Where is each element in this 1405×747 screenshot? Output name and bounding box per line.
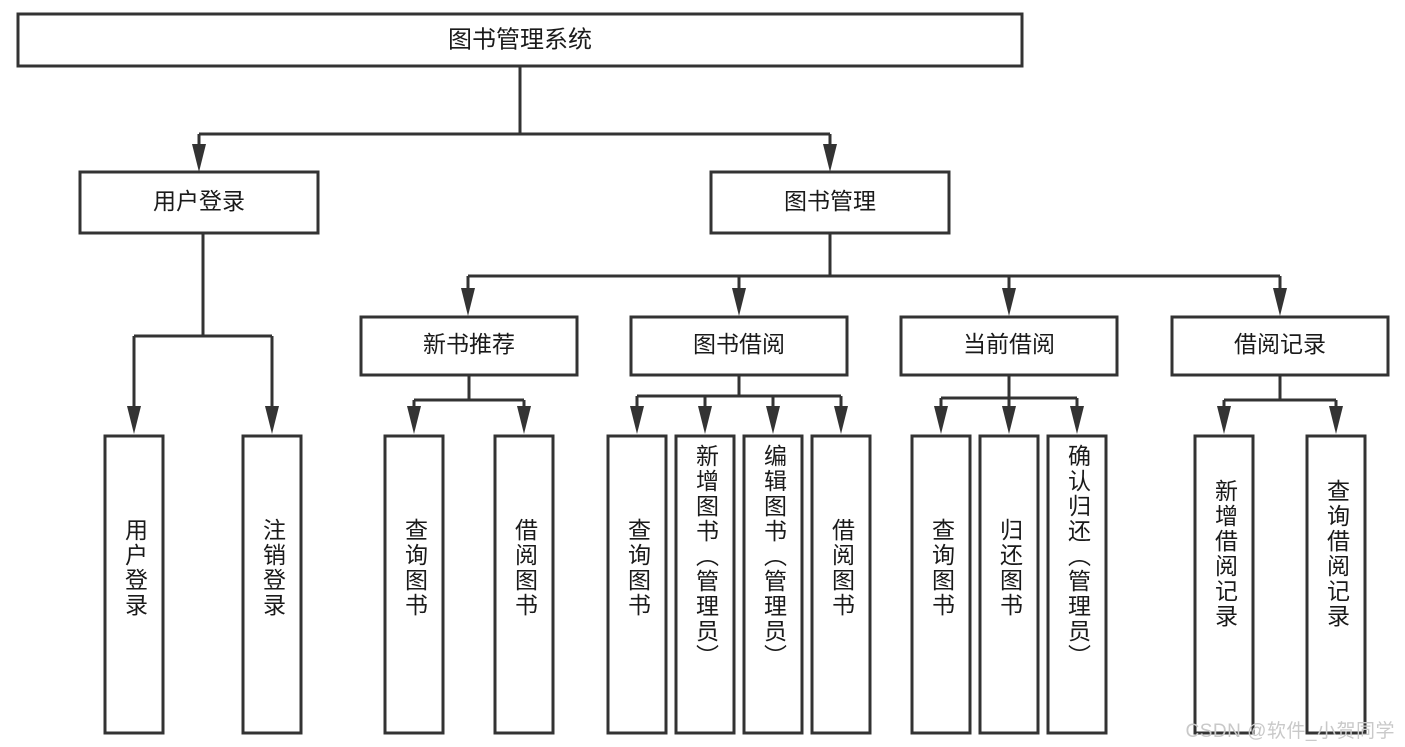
- leaf-query-record-box[interactable]: [1305, 434, 1367, 735]
- arrow-to-book-manage: [823, 144, 837, 172]
- arrow-leaf-borrow-book-2: [834, 406, 848, 434]
- leaf-add-record-box[interactable]: [1193, 434, 1255, 735]
- node-book-borrow-box[interactable]: [629, 315, 849, 377]
- leaf-borrow-book-1-box[interactable]: [493, 434, 555, 735]
- node-current-borrow[interactable]: 当前借阅: [899, 315, 1119, 377]
- leaf-box-layer: [103, 434, 1367, 735]
- node-new-book-recommend-label: 新书推荐: [423, 331, 515, 357]
- arrow-to-current-borrow: [1002, 288, 1016, 316]
- node-book-manage[interactable]: 图书管理: [709, 170, 951, 235]
- node-book-manage-box[interactable]: [709, 170, 951, 235]
- arrow-to-new-book: [461, 288, 475, 316]
- arrow-leaf-add-record: [1217, 406, 1231, 434]
- arrow-leaf-query-book-3: [934, 406, 948, 434]
- node-book-manage-label: 图书管理: [784, 188, 876, 214]
- node-root-box[interactable]: [16, 12, 1024, 68]
- arrow-to-user-login: [192, 144, 206, 172]
- arrow-leaf-borrow-book-1: [517, 406, 531, 434]
- node-user-login-box[interactable]: [78, 170, 320, 235]
- arrow-to-borrow-record: [1273, 288, 1287, 316]
- arrow-leaf-query-book-2: [630, 406, 644, 434]
- node-current-borrow-box[interactable]: [899, 315, 1119, 377]
- node-new-book-recommend-box[interactable]: [359, 315, 579, 377]
- leaf-return-book-box[interactable]: [978, 434, 1040, 735]
- node-borrow-record-label: 借阅记录: [1234, 331, 1326, 357]
- arrow-leaf-return-book: [1002, 406, 1016, 434]
- leaf-user-login-box[interactable]: [103, 434, 165, 735]
- arrow-leaf-confirm-return: [1070, 406, 1084, 434]
- arrow-leaf-logout: [265, 406, 279, 434]
- node-current-borrow-label: 当前借阅: [963, 331, 1055, 357]
- leaf-confirm-return-box[interactable]: [1046, 434, 1108, 735]
- node-book-borrow-label: 图书借阅: [693, 331, 785, 357]
- node-borrow-record[interactable]: 借阅记录: [1170, 315, 1390, 377]
- arrow-leaf-query-book-1: [407, 406, 421, 434]
- arrow-leaf-add-book: [698, 406, 712, 434]
- node-root-label: 图书管理系统: [448, 26, 592, 53]
- leaf-logout-box[interactable]: [241, 434, 303, 735]
- node-user-login[interactable]: 用户登录: [78, 170, 320, 235]
- arrow-leaf-query-record: [1329, 406, 1343, 434]
- arrow-leaf-edit-book: [766, 406, 780, 434]
- node-borrow-record-box[interactable]: [1170, 315, 1390, 377]
- node-root[interactable]: 图书管理系统: [16, 12, 1024, 68]
- node-user-login-label: 用户登录: [153, 188, 245, 214]
- leaf-add-book-box[interactable]: [674, 434, 736, 735]
- node-book-borrow[interactable]: 图书借阅: [629, 315, 849, 377]
- leaf-edit-book-box[interactable]: [742, 434, 804, 735]
- arrow-leaf-user-login: [127, 406, 141, 434]
- leaf-borrow-book-2-box[interactable]: [810, 434, 872, 735]
- node-new-book-recommend[interactable]: 新书推荐: [359, 315, 579, 377]
- connector-layer: [127, 66, 1343, 434]
- leaf-query-book-2-box[interactable]: [606, 434, 668, 735]
- leaf-query-book-3-box[interactable]: [910, 434, 972, 735]
- leaf-query-book-1-box[interactable]: [383, 434, 445, 735]
- arrow-to-book-borrow: [732, 288, 746, 316]
